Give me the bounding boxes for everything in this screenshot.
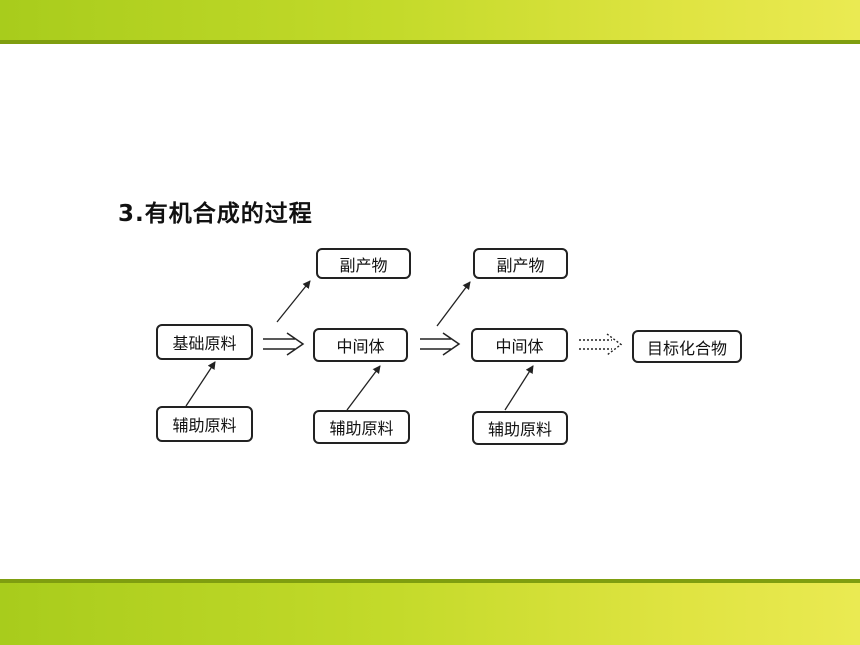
node-byproduct-2: 副产物 <box>473 248 568 279</box>
arrow-aux2-to-intermediate1 <box>346 365 381 411</box>
double-arrow-base-to-intermediate1 <box>263 332 305 356</box>
arrow-aux1-to-base <box>185 361 216 407</box>
node-intermediate-1: 中间体 <box>313 328 408 362</box>
top-header-band <box>0 0 860 40</box>
top-band-divider <box>0 40 860 44</box>
arrow-intermediate1-to-byproduct2 <box>436 281 471 327</box>
arrow-aux3-to-intermediate2 <box>504 365 534 411</box>
bottom-band-divider <box>0 579 860 583</box>
node-intermediate-2: 中间体 <box>471 328 568 362</box>
slide-title: 3.有机合成的过程 <box>118 201 313 227</box>
node-byproduct-1: 副产物 <box>316 248 411 279</box>
arrow-base-to-byproduct1 <box>276 280 311 323</box>
node-base-material: 基础原料 <box>156 324 253 360</box>
node-target-compound: 目标化合物 <box>632 330 742 363</box>
node-aux-material-2: 辅助原料 <box>313 410 410 444</box>
dotted-double-arrow-intermediate2-to-target <box>579 333 623 356</box>
node-aux-material-1: 辅助原料 <box>156 406 253 442</box>
double-arrow-intermediate1-to-intermediate2 <box>420 332 461 356</box>
bottom-footer-band <box>0 583 860 645</box>
node-aux-material-3: 辅助原料 <box>472 411 568 445</box>
